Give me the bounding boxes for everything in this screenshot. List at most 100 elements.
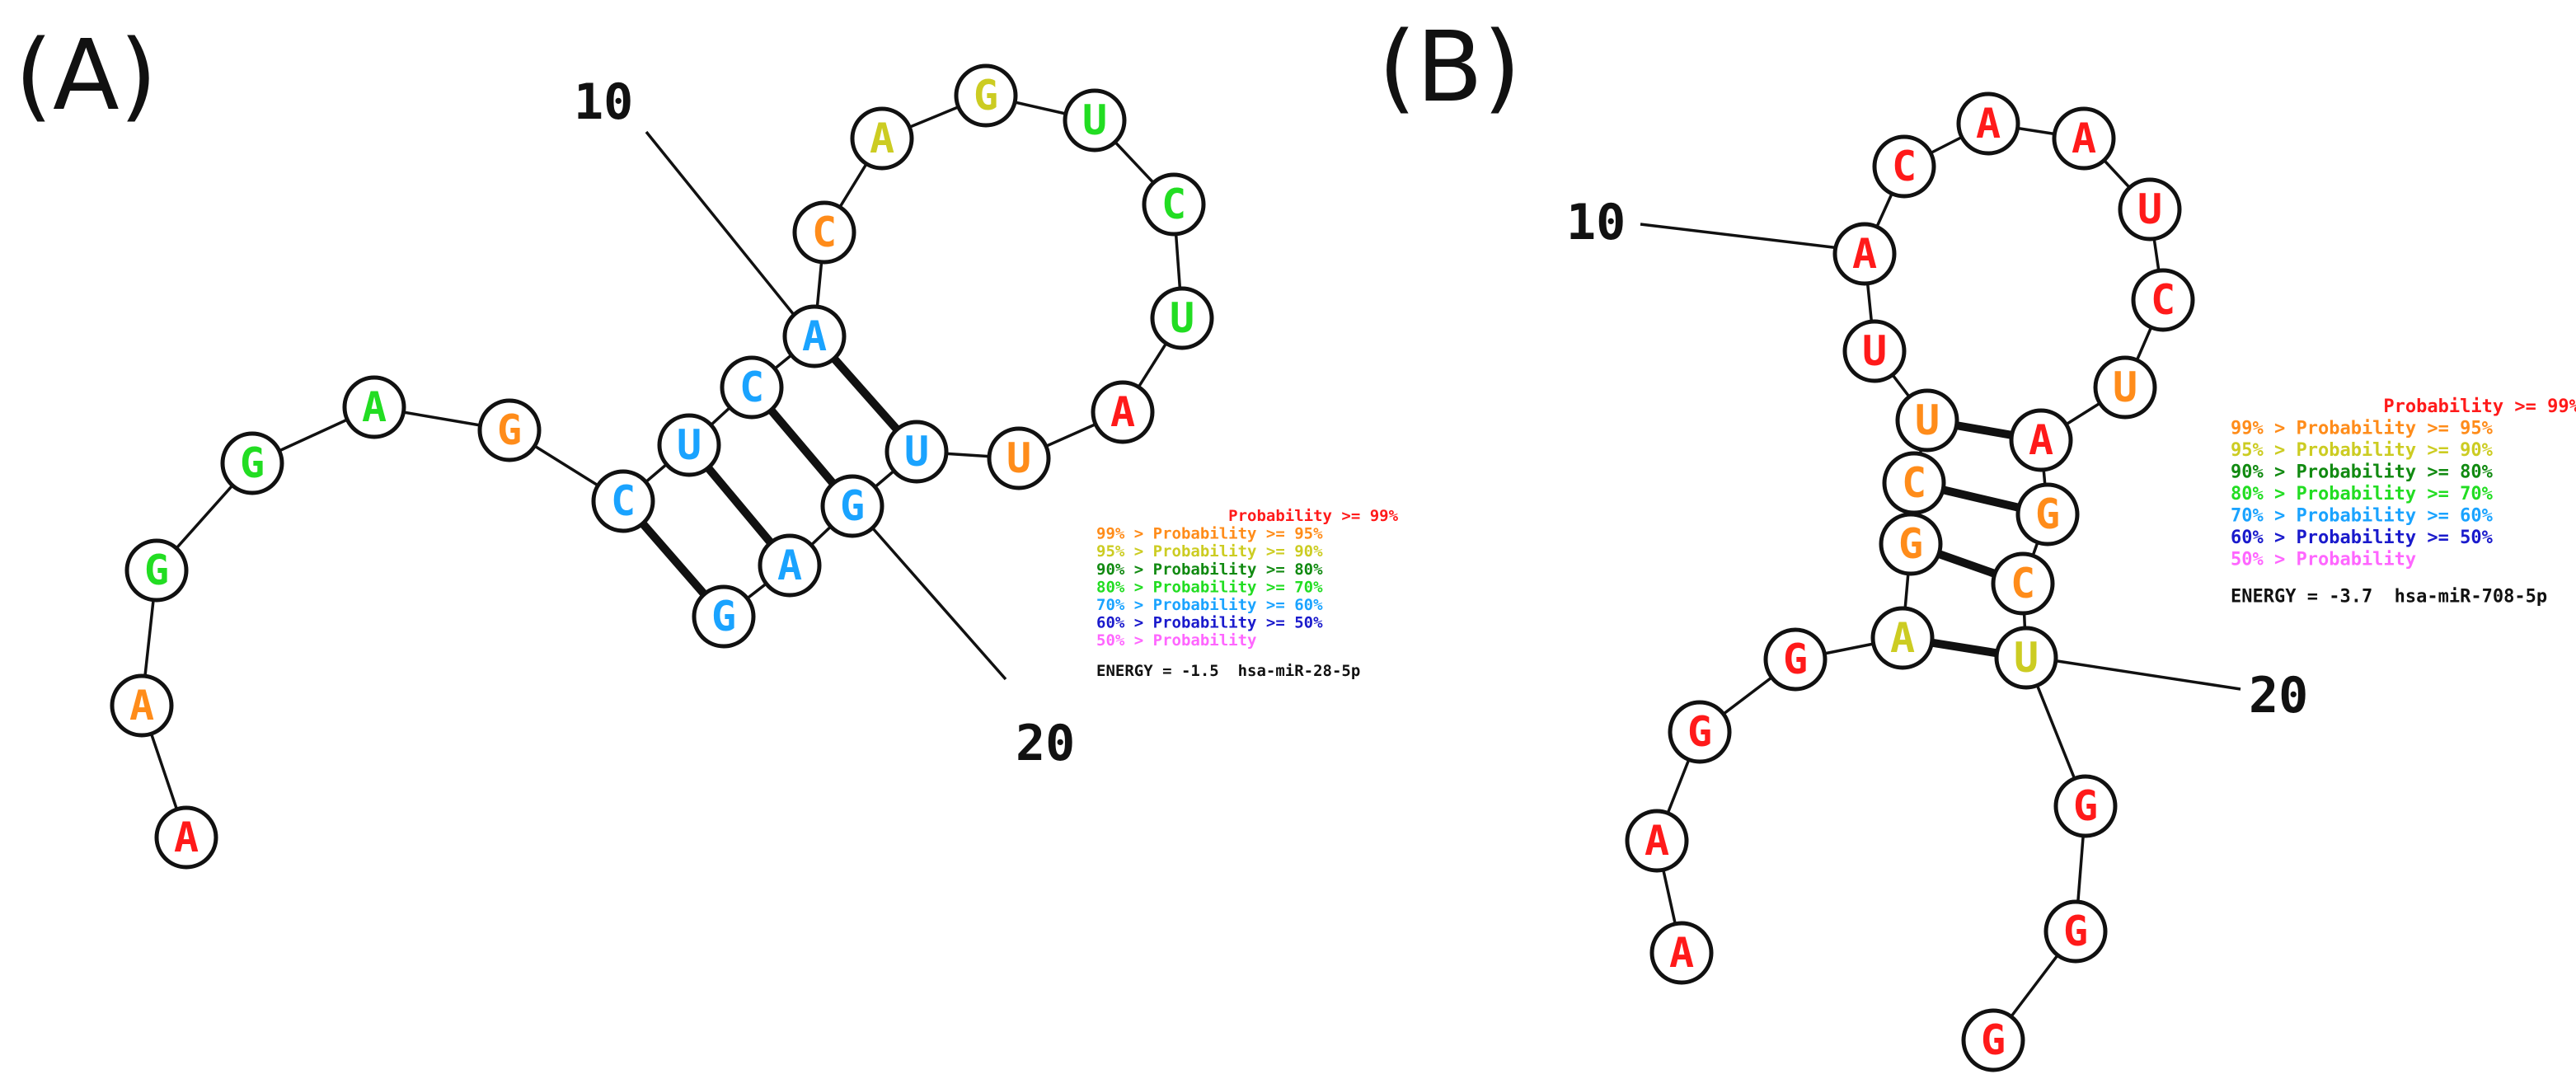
panel-a-marker-20: 20 (1016, 715, 1075, 772)
nucleotide-letter: G (1783, 636, 1808, 683)
nucleotide-letter: U (1082, 96, 1107, 144)
nucleotide-circle (884, 420, 949, 484)
nucleotide-letter: A (870, 115, 894, 162)
nucleotide-letter: C (739, 364, 764, 411)
nucleotide-letter: A (1852, 230, 1877, 278)
nucleotide-letter: G (711, 593, 736, 640)
nucleotide-circle (220, 431, 284, 495)
nucleotide-node: C (720, 355, 784, 420)
nucleotide-letter: G (2063, 908, 2088, 955)
nucleotide-letter: A (1110, 388, 1135, 436)
nucleotide-circle (2131, 268, 2195, 332)
nucleotide-circle (850, 106, 914, 171)
nucleotide-circle (124, 538, 189, 603)
nucleotide-letter: U (1915, 396, 1940, 444)
nucleotide-circle (1991, 551, 2055, 616)
nucleotide-letter: C (1892, 143, 1917, 190)
nucleotide-circle (2052, 106, 2116, 171)
panel-b-label: (B) (1378, 10, 1521, 124)
nucleotide-circle (1625, 809, 1689, 873)
position-leader-line (870, 526, 1007, 681)
nucleotide-node: C (1142, 172, 1206, 237)
nucleotide-node: A (758, 533, 822, 598)
nucleotide-letter: U (1862, 327, 1887, 375)
nucleotide-circle (758, 533, 822, 598)
nucleotide-node: U (2118, 177, 2182, 242)
nucleotide-node: G (1961, 1008, 2025, 1072)
panel-b-marker-10: 10 (1566, 194, 1626, 251)
nucleotide-node: C (1882, 451, 1946, 515)
nucleotide-node: A (1091, 380, 1155, 444)
legend-entry: 50% > Probability (1096, 631, 1256, 650)
nucleotide-circle (1961, 1008, 2025, 1072)
nucleotide-circle (720, 355, 784, 420)
nucleotide-circle (2118, 177, 2182, 242)
nucleotide-circle (1994, 626, 2058, 690)
nucleotide-circle (1956, 91, 2020, 156)
nucleotide-letter: C (611, 477, 636, 525)
nucleotide-node: A (850, 106, 914, 171)
nucleotide-letter: C (1161, 181, 1186, 228)
nucleotide-letter: G (2073, 782, 2098, 830)
nucleotide-node: A (1870, 606, 1935, 670)
nucleotide-node: G (2053, 774, 2118, 838)
nucleotide-circle (2009, 408, 2073, 472)
panel-b-legend: Probability >= 99%99% > Probability >= 9… (2231, 396, 2576, 608)
nucleotide-circle (820, 474, 884, 538)
nucleotide-circle (1649, 921, 1714, 985)
nucleotide-node: G (1763, 627, 1828, 692)
nucleotide-letter: A (1976, 100, 2001, 148)
panel-a-legend: Probability >= 99%99% > Probability >= 9… (1096, 507, 1399, 680)
nucleotide-letter: A (362, 383, 387, 431)
nucleotide-circle (1882, 451, 1946, 515)
nucleotide-letter: G (840, 482, 865, 530)
nucleotide-node: A (782, 304, 847, 368)
legend-entry: 60% > Probability >= 50% (1096, 614, 1323, 632)
nucleotide-node: U (657, 413, 721, 477)
nucleotide-letter: U (904, 428, 929, 476)
nucleotide-node: A (1956, 91, 2020, 156)
nucleotide-node: U (1150, 286, 1214, 350)
legend-entry: 80% > Probability >= 70% (2231, 484, 2494, 504)
legend-entry: 70% > Probability >= 60% (2231, 506, 2494, 527)
nucleotide-circle (1872, 134, 1936, 199)
panel-a-marker-10: 10 (574, 73, 633, 131)
nucleotide-node: U (1994, 626, 2058, 690)
nucleotide-letter: U (677, 421, 701, 469)
nucleotide-node: G (124, 538, 189, 603)
nucleotide-circle (1668, 700, 1732, 764)
nucleotide-circle (692, 584, 756, 649)
nucleotide-letter: U (2014, 634, 2039, 682)
legend-entry: 90% > Probability >= 80% (2231, 462, 2494, 483)
nucleotide-node: G (1668, 700, 1732, 764)
nucleotide-node: U (1063, 88, 1127, 152)
nucleotide-circle (1150, 286, 1214, 350)
nucleotide-node: G (477, 398, 542, 462)
nucleotide-circle (2043, 899, 2108, 964)
nucleotide-node: C (2131, 268, 2195, 332)
nucleotide-letter: G (2035, 490, 2060, 538)
nucleotide-node: G (820, 474, 884, 538)
nucleotide-node: A (154, 805, 218, 870)
nucleotide-circle (154, 805, 218, 870)
nucleotide-letter: G (974, 72, 998, 120)
nucleotide-letter: U (1006, 434, 1031, 482)
nucleotide-letter: A (1669, 929, 1694, 977)
nucleotide-circle (591, 469, 655, 533)
nucleotide-letter: A (1645, 817, 1669, 865)
nucleotide-node: C (591, 469, 655, 533)
nucleotide-letter: U (1170, 294, 1194, 342)
nucleotide-letter: C (2151, 276, 2175, 324)
nucleotide-node: C (1872, 134, 1936, 199)
nucleotide-node: U (884, 420, 949, 484)
position-leader-line (645, 130, 800, 321)
nucleotide-circle (792, 200, 856, 265)
nucleotide-letter: A (129, 682, 154, 729)
energy-label: ENERGY = -3.7 hsa-miR-708-5p (2231, 587, 2547, 608)
legend-entry: 95% > Probability >= 90% (1096, 542, 1323, 561)
legend-entry: Probability >= 99% (2231, 396, 2576, 417)
nucleotide-node: A (342, 375, 406, 439)
